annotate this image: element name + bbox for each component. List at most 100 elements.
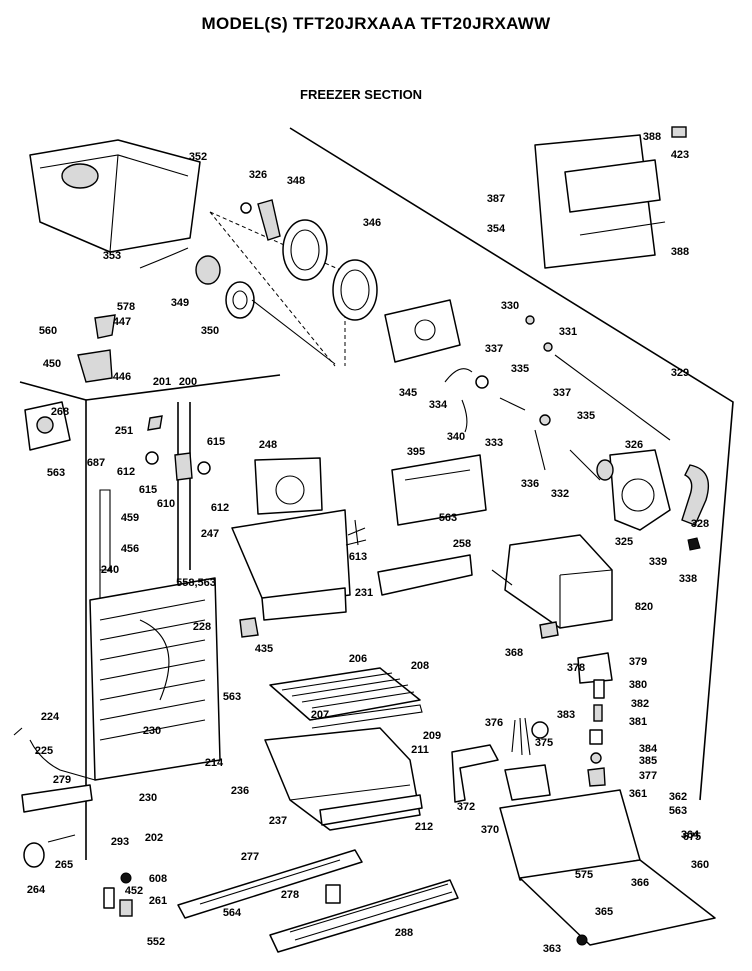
- callout-381: 381: [629, 716, 647, 728]
- callout-552: 552: [147, 936, 165, 948]
- callout-201: 201: [153, 376, 171, 388]
- callout-277: 277: [241, 851, 259, 863]
- callout-435: 435: [255, 643, 273, 655]
- roller: [23, 842, 45, 868]
- callout-613: 613: [349, 551, 367, 563]
- callout-237: 237: [269, 815, 287, 827]
- callout-363: 363: [543, 943, 561, 955]
- callout-372: 372: [457, 801, 475, 813]
- dispenser-cover: [377, 554, 473, 596]
- ice-maker: [491, 534, 613, 629]
- callout-382: 382: [631, 698, 649, 710]
- callout-208: 208: [411, 660, 429, 672]
- callout-225: 225: [35, 745, 53, 757]
- fan-guard: [257, 199, 281, 241]
- callout-450: 450: [43, 358, 61, 370]
- callout-335: 335: [577, 410, 595, 422]
- callout-261: 261: [149, 895, 167, 907]
- callout-258: 258: [453, 538, 471, 550]
- callout-334: 334: [429, 399, 448, 411]
- callout-231: 231: [355, 587, 373, 599]
- callout-612: 612: [117, 466, 135, 478]
- callout-675: 675: [683, 831, 701, 843]
- freezer-cabinet-outline: [289, 127, 734, 801]
- callout-376: 376: [485, 717, 503, 729]
- callout-352: 352: [189, 151, 207, 163]
- callout-387: 387: [487, 193, 505, 205]
- callout-293: 293: [111, 836, 129, 848]
- callout-326: 326: [625, 439, 643, 451]
- callout-335: 335: [511, 363, 529, 375]
- callout-331: 331: [559, 326, 577, 338]
- callout-563: 563: [439, 512, 457, 524]
- callout-230: 230: [143, 725, 161, 737]
- callout-265: 265: [55, 859, 73, 871]
- callout-345: 345: [399, 387, 417, 399]
- callout-337: 337: [553, 387, 571, 399]
- callout-326: 326: [249, 169, 267, 181]
- callout-459: 459: [121, 512, 139, 524]
- callout-348: 348: [287, 175, 305, 187]
- callout-366: 366: [631, 877, 649, 889]
- callout-339: 339: [649, 556, 667, 568]
- callout-447: 447: [113, 316, 131, 328]
- callout-333: 333: [485, 437, 503, 449]
- evaporator-cover: [231, 457, 351, 621]
- callout-325: 325: [615, 536, 633, 548]
- fan-blades: [282, 219, 378, 321]
- callout-251: 251: [115, 425, 133, 437]
- callout-240: 240: [101, 564, 119, 576]
- callout-338: 338: [679, 573, 697, 585]
- callout-209: 209: [423, 730, 441, 742]
- toe-grille-rail: [177, 849, 363, 919]
- callout-687: 687: [87, 457, 105, 469]
- ice-bucket: [29, 139, 201, 269]
- callout-564: 564: [223, 907, 242, 919]
- callout-615: 615: [207, 436, 225, 448]
- callout-615: 615: [139, 484, 157, 496]
- callout-383: 383: [557, 709, 575, 721]
- auger-motor-housing: [596, 449, 671, 531]
- callout-278: 278: [281, 889, 299, 901]
- model-title: MODEL(S) TFT20JRXAAA TFT20JRXAWW: [201, 14, 551, 33]
- callout-330: 330: [501, 300, 519, 312]
- callout-388: 388: [671, 246, 689, 258]
- callout-214: 214: [205, 757, 224, 769]
- callout-328: 328: [691, 518, 709, 530]
- damper-rod: [554, 354, 671, 441]
- callout-384: 384: [639, 743, 658, 755]
- callout-364: 364: [681, 829, 700, 841]
- callout-264: 264: [27, 884, 46, 896]
- toe-grille: [269, 879, 459, 953]
- wire-shelf: [269, 667, 423, 729]
- callout-385: 385: [639, 755, 657, 767]
- callout-820: 820: [635, 601, 653, 613]
- callout-230: 230: [139, 792, 157, 804]
- fan-nut: [240, 202, 252, 214]
- diagram-artwork: [13, 126, 734, 953]
- callout-349: 349: [171, 297, 189, 309]
- callout-558-563: 558,563: [176, 577, 216, 589]
- callout-337: 337: [485, 343, 503, 355]
- freezer-basket: [264, 727, 423, 831]
- compressor-fan-shroud: [499, 789, 716, 946]
- callout-370: 370: [481, 824, 499, 836]
- callout-610: 610: [157, 498, 175, 510]
- callout-268: 268: [51, 406, 69, 418]
- callout-375: 375: [535, 737, 553, 749]
- evaporator-coil: [89, 577, 221, 781]
- callout-379: 379: [629, 656, 647, 668]
- callout-452: 452: [125, 885, 143, 897]
- callout-563: 563: [47, 467, 65, 479]
- callout-388: 388: [643, 131, 661, 143]
- callout-336: 336: [521, 478, 539, 490]
- callout-354: 354: [487, 223, 506, 235]
- section-title: FREEZER SECTION: [300, 87, 423, 102]
- callout-563: 563: [669, 805, 687, 817]
- callout-329: 329: [671, 367, 689, 379]
- callout-362: 362: [669, 791, 687, 803]
- freezer-door-panel: [534, 126, 687, 269]
- callout-247: 247: [201, 528, 219, 540]
- callout-423: 423: [671, 149, 689, 161]
